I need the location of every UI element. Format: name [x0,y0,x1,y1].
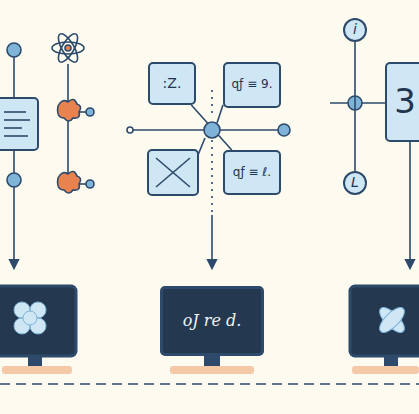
monitor-screen: oJ re d. [160,286,264,356]
formula-box: :Z. [148,62,196,105]
node-text: i [353,22,357,37]
node-text: qƒ ≡ ℓ. [233,166,271,179]
letter-circle: L [343,171,367,195]
junction-dot [204,122,220,138]
monitor-middle-stand [170,356,254,374]
info-circle: i [343,18,367,42]
monitor-left [0,286,76,374]
monitor-right [350,286,419,374]
floor-line [0,383,419,385]
node-text: qƒ ≡ 9. [232,78,273,91]
node-text: 3 [394,83,416,120]
left-column [0,31,94,268]
formula-box: qƒ ≡ 9. [223,62,281,108]
node-text: L [351,175,359,190]
formula-box: qƒ ≡ ℓ. [223,150,281,195]
node-text: :Z. [163,76,182,91]
connector-line [191,105,231,150]
connector-line [354,42,356,171]
node-text: oJ re d. [183,312,242,330]
middle-column [127,90,290,268]
number-box: 3 [385,62,419,142]
